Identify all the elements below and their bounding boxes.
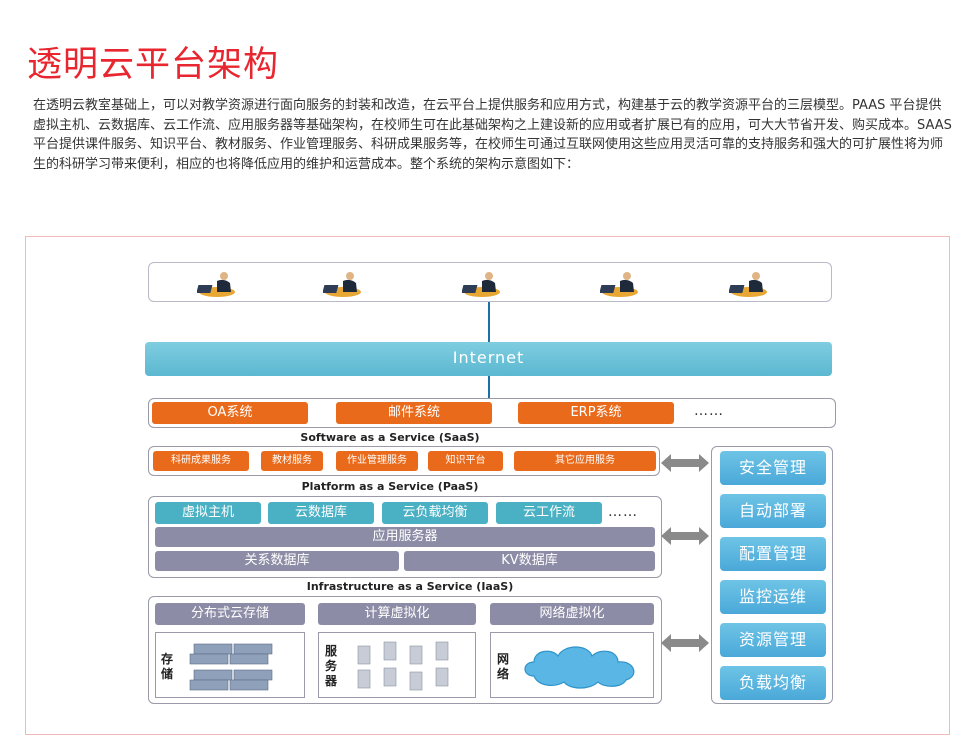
paas-app-server: 应用服务器 — [155, 527, 655, 547]
iaas-storage-header: 分布式云存储 — [155, 603, 305, 625]
double-arrow-icon — [661, 454, 709, 472]
app-mail: 邮件系统 — [336, 402, 492, 424]
server-rack-icon — [357, 641, 449, 691]
saas-knowledge: 知识平台 — [428, 451, 503, 471]
iaas-compute-header: 计算虚拟化 — [318, 603, 476, 625]
storage-array-icon — [189, 643, 273, 691]
network-label: 网络 — [496, 652, 509, 681]
user-computer-icon — [197, 272, 235, 297]
mgmt-config: 配置管理 — [720, 537, 826, 571]
connector-line — [488, 376, 490, 398]
saas-label: Software as a Service (SaaS) — [300, 431, 480, 444]
apps-more: …… — [694, 403, 724, 419]
network-cloud-icon — [524, 646, 635, 689]
saas-other: 其它应用服务 — [514, 451, 656, 471]
saas-homework: 作业管理服务 — [336, 451, 418, 471]
storage-label: 存储 — [160, 652, 173, 681]
server-box — [318, 632, 476, 698]
paas-cloud-db: 云数据库 — [268, 502, 374, 524]
double-arrow-icon — [661, 634, 709, 652]
saas-research: 科研成果服务 — [153, 451, 249, 471]
user-computer-icon — [462, 272, 500, 297]
paas-label: Platform as a Service (PaaS) — [301, 480, 479, 493]
server-label: 服务器 — [324, 644, 337, 688]
double-arrow-icon — [661, 527, 709, 545]
management-frame — [711, 446, 833, 704]
iaas-network-header: 网络虚拟化 — [490, 603, 654, 625]
paas-workflow: 云工作流 — [496, 502, 602, 524]
intro-paragraph: 在透明云教室基础上，可以对教学资源进行面向服务的封装和改造，在云平台上提供服务和… — [33, 98, 952, 172]
app-erp: ERP系统 — [518, 402, 674, 424]
paas-more: …… — [608, 504, 638, 520]
internet-bar: Internet — [145, 342, 832, 376]
paas-load-balancer: 云负载均衡 — [382, 502, 488, 524]
iaas-label: Infrastructure as a Service (IaaS) — [306, 580, 514, 593]
connector-line — [488, 302, 490, 342]
page-title: 透明云平台架构 — [27, 45, 280, 85]
saas-textbook: 教材服务 — [261, 451, 323, 471]
mgmt-auto-deploy: 自动部署 — [720, 494, 826, 528]
architecture-diagram-frame — [25, 236, 950, 735]
user-computer-icon — [729, 272, 767, 297]
paas-kv-db: KV数据库 — [404, 551, 655, 571]
paas-vm: 虚拟主机 — [155, 502, 261, 524]
user-computer-icon — [600, 272, 638, 297]
mgmt-resources: 资源管理 — [720, 623, 826, 657]
app-oa: OA系统 — [152, 402, 308, 424]
mgmt-monitoring: 监控运维 — [720, 580, 826, 614]
user-computer-icon — [323, 272, 361, 297]
mgmt-load-balancing: 负载均衡 — [720, 666, 826, 700]
mgmt-security: 安全管理 — [720, 451, 826, 485]
paas-relational-db: 关系数据库 — [155, 551, 399, 571]
